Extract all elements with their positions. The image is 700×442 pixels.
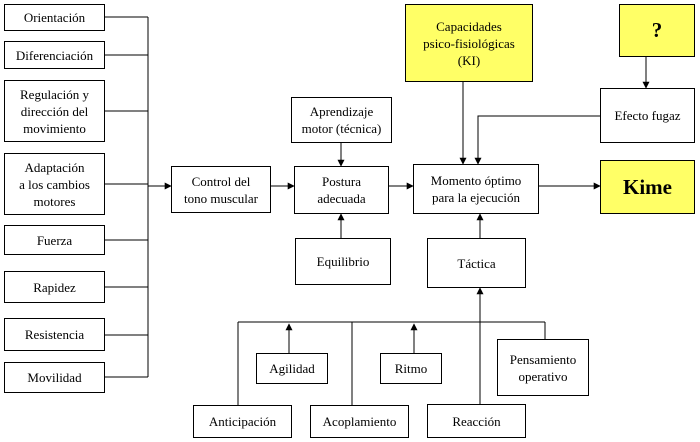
node-pensamiento-label: Pensamiento operativo xyxy=(509,351,577,384)
node-movilidad-label: Movilidad xyxy=(27,370,82,385)
node-reaccion: Reacción xyxy=(427,404,526,438)
node-equilibrio: Equilibrio xyxy=(295,238,391,285)
node-kime: Kime xyxy=(600,160,695,214)
arrow-efecto-momento xyxy=(474,115,600,165)
node-capacidades-label: Capacidades psico-fisiológicas (KI) xyxy=(423,18,515,68)
node-fuerza-label: Fuerza xyxy=(36,232,73,248)
node-control-label: Control del tono muscular xyxy=(183,173,258,206)
node-anticipacion: Anticipación xyxy=(193,405,292,438)
node-control: Control del tono muscular xyxy=(171,166,271,213)
node-momento: Momento óptimo para la ejecución xyxy=(413,164,539,214)
node-regulacion-label: Regulación y dirección del movimiento xyxy=(20,86,89,136)
node-orientacion: Orientación xyxy=(4,4,105,31)
node-aprendizaje-label: Aprendizaje motor (técnica) xyxy=(301,104,382,136)
node-efecto: Efecto fugaz xyxy=(600,88,695,143)
node-anticipacion-label: Anticipación xyxy=(208,414,277,429)
node-adaptacion: Adaptación a los cambios motores xyxy=(4,153,105,215)
node-tactica-label: Táctica xyxy=(457,255,496,271)
node-tactica: Táctica xyxy=(427,238,526,288)
node-agilidad-label: Agilidad xyxy=(269,361,315,376)
node-resistencia-label: Resistencia xyxy=(24,327,85,342)
node-ritmo: Ritmo xyxy=(380,353,442,384)
node-acoplamiento-label: Acoplamiento xyxy=(322,414,397,429)
node-pensamiento: Pensamiento operativo xyxy=(497,339,589,396)
node-postura: Postura adecuada xyxy=(294,166,389,214)
node-diferenciacion: Diferenciación xyxy=(4,41,105,69)
node-rapidez: Rapidez xyxy=(4,271,105,303)
node-orientacion-label: Orientación xyxy=(23,10,86,25)
node-rapidez-label: Rapidez xyxy=(33,279,76,295)
node-kime-label: Kime xyxy=(623,174,672,199)
node-pregunta-label: ? xyxy=(651,18,663,42)
node-regulacion: Regulación y dirección del movimiento xyxy=(4,80,105,142)
node-reaccion-label: Reacción xyxy=(452,413,501,429)
node-acoplamiento: Acoplamiento xyxy=(310,405,409,438)
node-pregunta: ? xyxy=(619,4,695,57)
node-efecto-label: Efecto fugaz xyxy=(614,108,681,123)
node-movilidad: Movilidad xyxy=(4,362,105,393)
node-momento-label: Momento óptimo para la ejecución xyxy=(430,173,522,205)
node-ritmo-label: Ritmo xyxy=(394,361,428,376)
node-equilibrio-label: Equilibrio xyxy=(316,254,370,269)
node-postura-label: Postura adecuada xyxy=(317,174,366,206)
node-capacidades: Capacidades psico-fisiológicas (KI) xyxy=(405,4,533,82)
node-fuerza: Fuerza xyxy=(4,225,105,255)
node-diferenciacion-label: Diferenciación xyxy=(15,47,94,63)
node-agilidad: Agilidad xyxy=(256,353,328,384)
node-adaptacion-label: Adaptación a los cambios motores xyxy=(19,159,90,209)
node-resistencia: Resistencia xyxy=(4,318,105,351)
node-aprendizaje: Aprendizaje motor (técnica) xyxy=(291,97,392,143)
